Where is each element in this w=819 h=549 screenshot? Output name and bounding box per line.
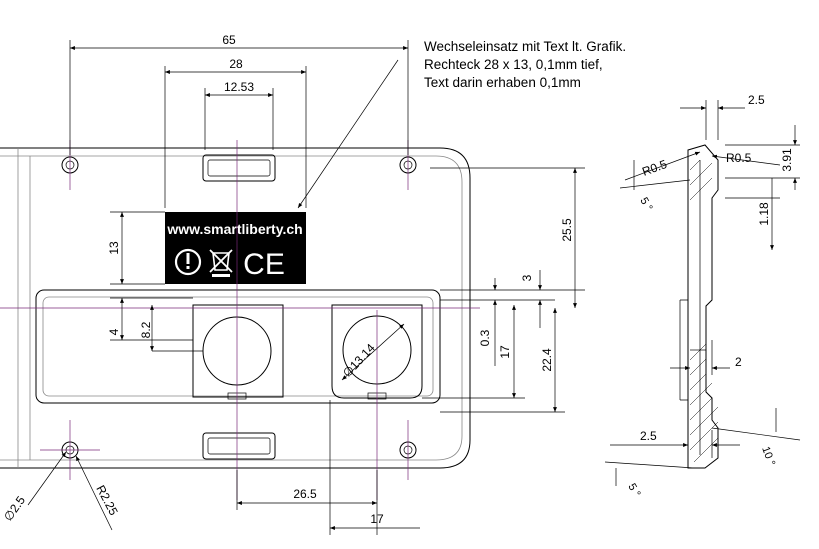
section-outline xyxy=(687,144,719,469)
label-url: www.smartliberty.ch xyxy=(166,221,302,237)
section-angle-5-bottom: 5 ° xyxy=(625,482,642,500)
section-angle-5-top: 5 ° xyxy=(637,196,654,214)
section-dim-2: 2 xyxy=(735,355,742,369)
housing-outline xyxy=(0,147,471,469)
dim-22-4: 22.4 xyxy=(540,348,554,372)
note-line-1: Wechseleinsatz mit Text lt. Grafik. xyxy=(424,39,626,54)
housing-inner-outline xyxy=(0,155,463,461)
dim-25-5: 25.5 xyxy=(560,218,574,242)
product-label: www.smartliberty.ch CE xyxy=(165,212,306,284)
section-radius-0-5-right: R0.5 xyxy=(726,151,752,165)
note-text: Wechseleinsatz mit Text lt. Grafik. Rech… xyxy=(424,39,626,90)
weee-bin-icon xyxy=(209,249,233,277)
dim-3: 3 xyxy=(520,274,534,281)
dim-4: 4 xyxy=(107,328,121,335)
section-dim-2-5-top: 2.5 xyxy=(748,93,765,107)
note-leader xyxy=(297,59,399,209)
note-line-3: Text darin erhaben 0,1mm xyxy=(424,75,581,90)
top-clip-slot xyxy=(202,154,276,182)
section-dim-1-18: 1.18 xyxy=(757,202,771,226)
section-angle-10: 10 ° xyxy=(759,445,777,468)
dim-diameter-13-14: ∅13.14 xyxy=(340,341,378,380)
recessed-window xyxy=(35,289,441,404)
dim-hole-diameter-2-5: ∅2.5 xyxy=(1,493,28,524)
dim-17-horizontal: 17 xyxy=(370,512,384,526)
dim-12-53: 12.53 xyxy=(224,80,254,94)
dim-26-5: 26.5 xyxy=(293,487,317,501)
ce-mark-icon: CE xyxy=(243,248,285,281)
left-button-pocket xyxy=(192,304,284,400)
recessed-window-inner xyxy=(42,296,434,397)
note-line-2: Rechteck 28 x 13, 0,1mm tief, xyxy=(424,57,603,72)
section-dim-2-5-bottom: 2.5 xyxy=(640,429,657,443)
front-view: www.smartliberty.ch CE xyxy=(0,33,585,535)
dim-65: 65 xyxy=(222,33,236,47)
dim-0-3: 0.3 xyxy=(478,329,492,346)
dim-17-vertical: 17 xyxy=(498,345,512,359)
section-dim-3-91: 3.91 xyxy=(780,148,794,172)
dim-13: 13 xyxy=(107,241,121,255)
warning-icon xyxy=(174,248,202,276)
dim-diameter-13-14-line xyxy=(341,323,405,381)
dim-28: 28 xyxy=(229,57,243,71)
section-hatching xyxy=(689,159,719,463)
section-radius-0-5-left: R0.5 xyxy=(640,157,669,179)
dim-8-2: 8.2 xyxy=(139,321,153,338)
section-view: 2.5 R0.5 R0.5 5 ° 3.91 1.18 2 2.5 xyxy=(604,93,801,500)
bottom-clip-slot xyxy=(202,432,276,460)
